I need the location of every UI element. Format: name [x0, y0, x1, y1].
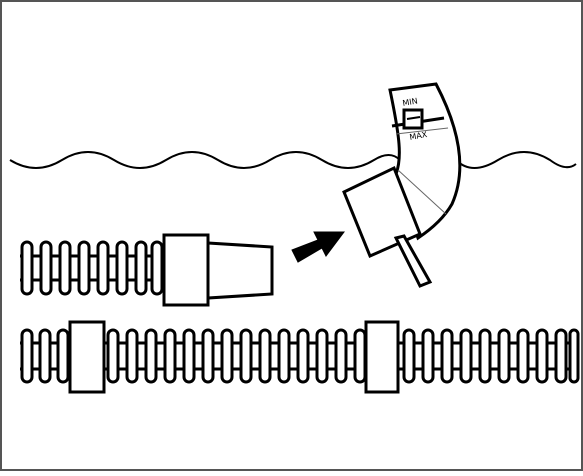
corrugated-hose-icon: [20, 240, 166, 296]
hose-adapter-cone: [206, 241, 274, 300]
wave-line-icon: [9, 151, 577, 169]
elbow-label-min: MIN: [402, 96, 419, 108]
hose-cuff-right: [364, 320, 400, 394]
corrugated-hose-icon: [20, 328, 580, 384]
arrow-right-icon: [291, 231, 345, 263]
elbow-label-max: MAX: [409, 130, 429, 142]
vacuum-elbow-icon: [342, 82, 462, 288]
hose-cuff: [162, 233, 210, 307]
hose-cuff-left: [68, 320, 106, 394]
